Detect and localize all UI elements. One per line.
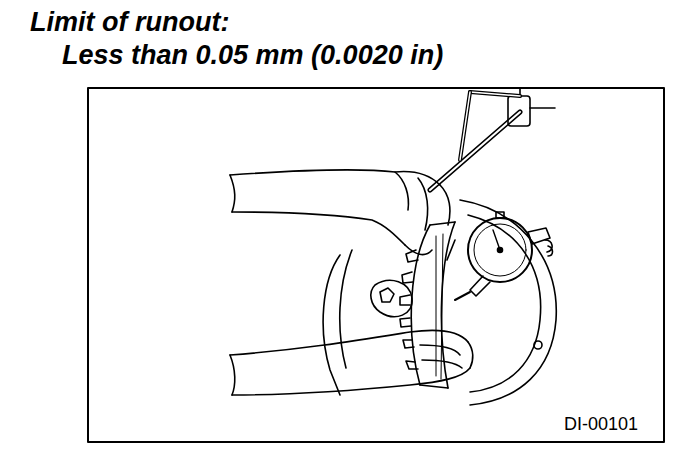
dial-gauge [468,218,532,282]
indicator-stand [430,112,520,190]
figure-frame [88,88,664,442]
lower-arm [230,330,468,355]
spec-heading: Limit of runout: [30,7,229,37]
case-outline [460,200,556,405]
spec-value: Less than 0.05 mm (0.0020 in) [62,40,443,70]
upper-arm [230,170,440,185]
housing-edge [323,255,340,395]
ring-gear [411,225,430,385]
figure-code: DI-00101 [562,414,640,434]
